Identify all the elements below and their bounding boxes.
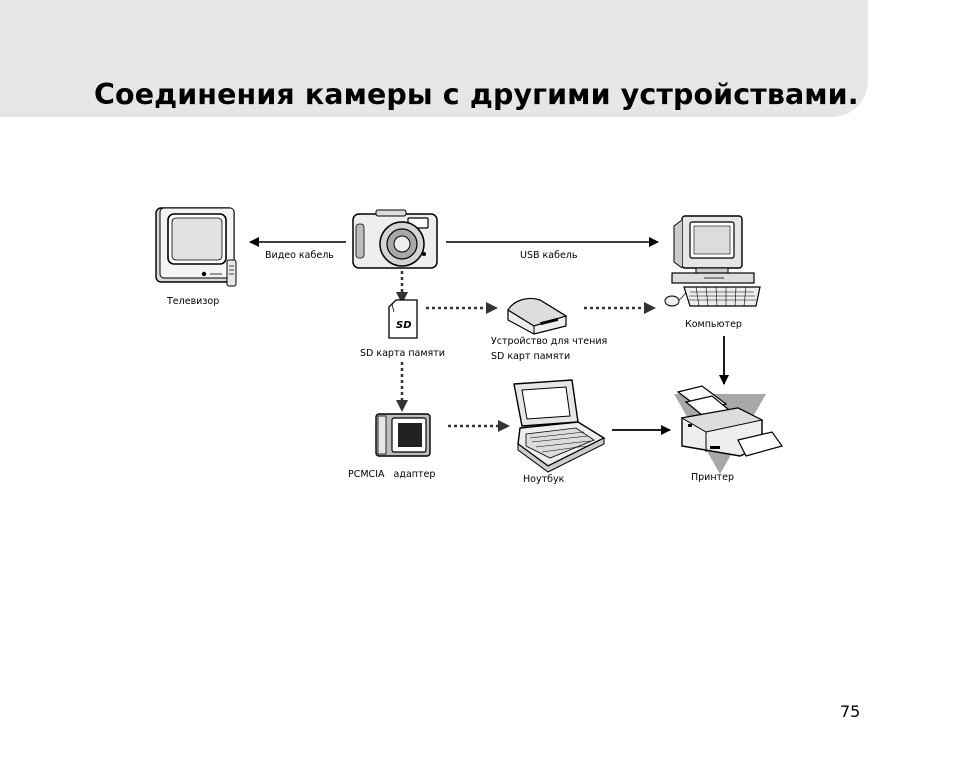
laptop-label: Ноутбук	[523, 474, 565, 485]
printer-icon	[674, 385, 783, 474]
tv-icon	[155, 207, 237, 287]
pcmcia-adapter-icon	[375, 413, 431, 457]
pcmcia-label: PCMCIA адаптер	[348, 469, 435, 480]
printer-label: Принтер	[691, 472, 734, 483]
header-band	[0, 0, 868, 117]
card-reader-icon	[507, 297, 568, 335]
usb-cable-label: USB кабель	[520, 250, 578, 261]
computer-label: Компьютер	[685, 319, 742, 330]
card-reader-label-line1: Устройство для чтения	[491, 336, 607, 347]
video-cable-label: Видео кабель	[265, 250, 334, 261]
laptop-icon	[513, 379, 606, 473]
camera-icon	[352, 209, 438, 269]
card-reader-label-line2: SD карт памяти	[491, 351, 570, 362]
sd-logo: SD	[396, 320, 412, 331]
sd-card-icon: SD	[388, 299, 418, 339]
page-title: Соединения камеры с другими устройствами…	[94, 78, 859, 111]
tv-label: Телевизор	[166, 296, 219, 307]
computer-icon	[664, 215, 761, 307]
page-number: 75	[840, 702, 861, 721]
sd-card-label: SD карта памяти	[360, 348, 445, 359]
